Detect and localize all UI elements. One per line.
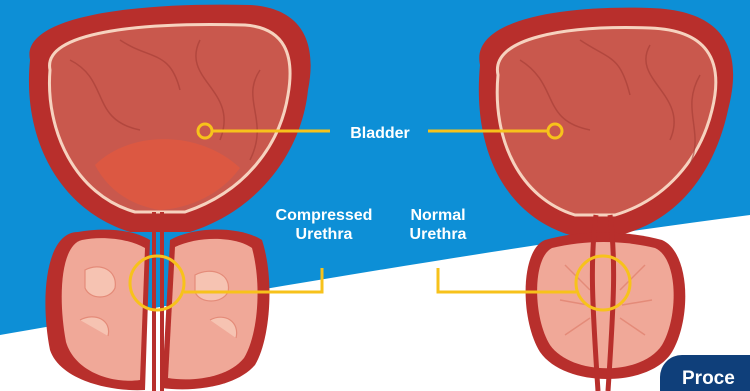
compressed-urethra-label-line1: Compressed [258, 206, 390, 225]
normal-urethra-label-line1: Normal [392, 206, 484, 225]
procedure-tab-label[interactable]: Proce [682, 368, 735, 390]
callout-dot-icon [548, 124, 562, 138]
callout-dot-icon [198, 124, 212, 138]
bladder-label: Bladder [335, 124, 425, 143]
compressed-urethra-label-line2: Urethra [258, 225, 390, 244]
normal-urethra-label-line2: Urethra [392, 225, 484, 244]
right-prostate-inner [537, 242, 674, 368]
normal-urethra-label: Normal Urethra [392, 206, 484, 244]
compressed-urethra-label: Compressed Urethra [258, 206, 390, 244]
